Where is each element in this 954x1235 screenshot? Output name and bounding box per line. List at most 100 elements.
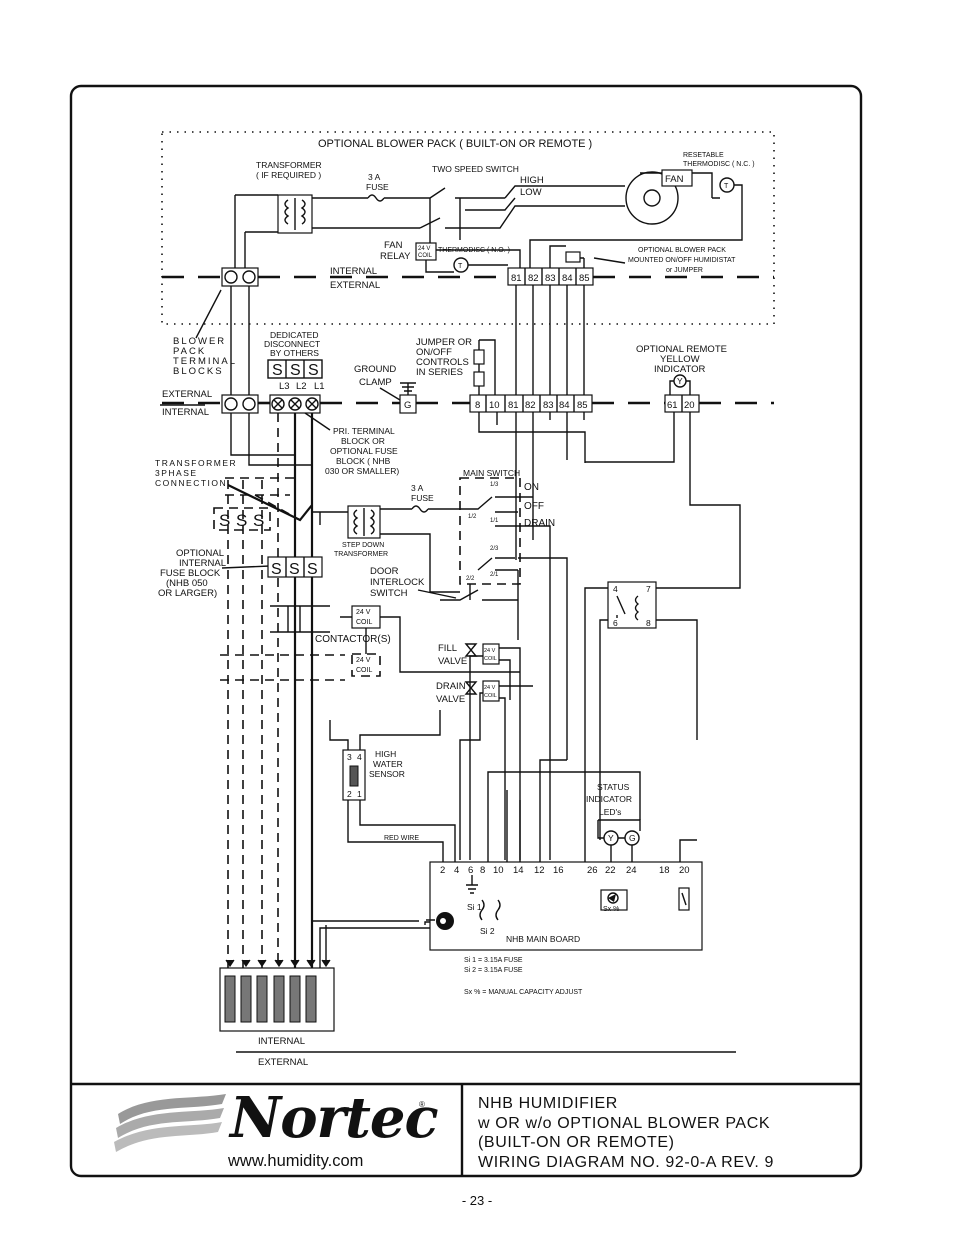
hws-label-3: SENSOR [369,769,405,779]
svg-text:22: 22 [605,865,616,876]
status-1: STATUS [597,782,630,792]
remote-indicator-1: OPTIONAL REMOTE [636,344,727,355]
blower-terminal-block-top [221,267,259,287]
board-fuses [479,899,501,921]
svg-text:3: 3 [347,752,352,762]
svg-text:24: 24 [626,865,637,876]
main-external-label: EXTERNAL [162,389,212,400]
opt-fuse-5: OR LARGER) [158,588,217,599]
remote-indicator-2: YELLOW [660,354,700,365]
internal-fuse-block: S S S [267,556,323,578]
fuse3a-label-1: 3 A [411,483,424,493]
svg-text:24 V: 24 V [418,246,430,252]
svg-text:2/3: 2/3 [490,546,499,552]
drain-valve-1: DRAIN [436,681,466,692]
humidistat-label-1: OPTIONAL BLOWER PACK [638,247,726,254]
blower-terminal-block-main [221,394,259,414]
svg-text:10: 10 [489,400,500,411]
fuse3a-label-2: FUSE [411,493,434,503]
jumper-switch-2 [473,371,485,387]
status-3: LED's [599,807,621,817]
resetable-thermodisc-2: THERMODISC ( N.C. ) [683,161,755,168]
main-internal-label: INTERNAL [162,407,209,418]
board-name: NHB MAIN BOARD [506,934,580,944]
svg-text:S: S [253,511,264,530]
pri-terminal-5: 030 OR SMALLER) [325,466,399,476]
svg-text:2/2: 2/2 [466,576,475,582]
ground-clamp-2: CLAMP [359,377,392,388]
svg-text:1/3: 1/3 [490,482,499,488]
door-interlock-3: SWITCH [370,588,408,599]
svg-text:2: 2 [347,789,352,799]
red-wire-label: RED WIRE [384,835,419,842]
title-line-1: NHB HUMIDIFIER [478,1095,618,1112]
switch-off: OFF [524,501,544,512]
page-number: - 23 - [461,1193,493,1208]
two-speed-switch-label: TWO SPEED SWITCH [432,164,519,174]
svg-text:T: T [724,183,729,190]
svg-text:18: 18 [659,865,670,876]
blower-transformer-label-1: TRANSFORMER [256,160,322,170]
title-line-3: (BUILT-ON OR REMOTE) [478,1134,675,1151]
pri-terminal-4: BLOCK ( NHB [336,456,391,466]
svg-text:83: 83 [543,400,554,411]
svg-text:COIL: COIL [356,619,372,626]
board-terminals: 2 4 6 8 10 14 12 16 26 22 24 18 20 [440,865,690,876]
bp-terminal-blocks-2: PACK [173,346,206,357]
main-terminal-strip: 8 10 81 82 83 84 85 [469,394,593,413]
fill-valve-1: FILL [438,643,457,654]
svg-text:COIL: COIL [356,667,372,674]
title-line-4: WIRING DIAGRAM NO. 92-0-A REV. 9 [478,1153,775,1171]
bp-terminal-blocks-4: BLOCKS [173,366,224,377]
line-l1: L1 [314,381,325,392]
step-down-1: STEP DOWN [342,542,384,549]
svg-text:1/1: 1/1 [490,518,499,524]
blower-fuse [312,194,412,202]
pri-terminal-3: OPTIONAL FUSE [330,446,398,456]
humidistat-label-2: MOUNTED ON/OFF HUMIDISTAT [628,257,736,264]
blower-external-label: EXTERNAL [330,280,380,291]
svg-text:S: S [219,511,230,530]
sx-label: Sx % [603,906,619,913]
ground-clamp-1: GROUND [354,364,396,375]
fan-label: FAN [665,174,684,185]
svg-text:84: 84 [559,400,570,411]
jumper-label-4: IN SERIES [416,367,463,378]
jumper-label-3: CONTROLS [416,357,469,368]
svg-text:6: 6 [613,618,618,628]
transformer-3phase-3: CONNECTION [155,478,227,488]
main-switch [459,477,521,585]
svg-text:24 V: 24 V [484,648,496,654]
opt-fuse-1: OPTIONAL [176,548,224,559]
svg-text:COIL: COIL [418,253,433,259]
nhb-main-board [429,861,703,951]
transformer-3phase-1: TRANSFORMER [155,458,237,468]
svg-text:1/2: 1/2 [468,514,477,520]
svg-text:G: G [629,833,636,843]
drain-valve-coil [482,680,500,702]
fuse-note-1: Si 1 = 3.15A FUSE [464,957,523,964]
pri-terminal-block [269,394,321,414]
svg-text:24 V: 24 V [356,609,371,616]
svg-text:8: 8 [480,865,485,876]
svg-text:2/1: 2/1 [490,572,499,578]
fuse-note-2: Si 2 = 3.15A FUSE [464,967,523,974]
fan-relay-label-1: FAN [384,240,403,251]
svg-text:S: S [307,561,318,578]
switch-on: ON [524,482,539,493]
svg-text:S: S [236,511,247,530]
si2-label: Si 2 [480,926,495,936]
blower-fuse-label-2: FUSE [366,182,389,192]
switch-drain: DRAIN [524,518,555,529]
disconnect-switches: S S S [267,359,323,379]
svg-text:COIL: COIL [484,693,497,699]
svg-text:7: 7 [646,584,651,594]
opt-fuse-4: (NHB 050 [166,578,208,589]
opt-fuse-2: INTERNAL [179,558,226,569]
svg-text:20: 20 [679,865,690,876]
nortec-logo-swoosh [114,1094,226,1152]
svg-text:S: S [272,362,283,379]
svg-text:S: S [308,362,319,379]
hws-label-2: WATER [373,759,403,769]
door-interlock-switch [440,589,518,601]
